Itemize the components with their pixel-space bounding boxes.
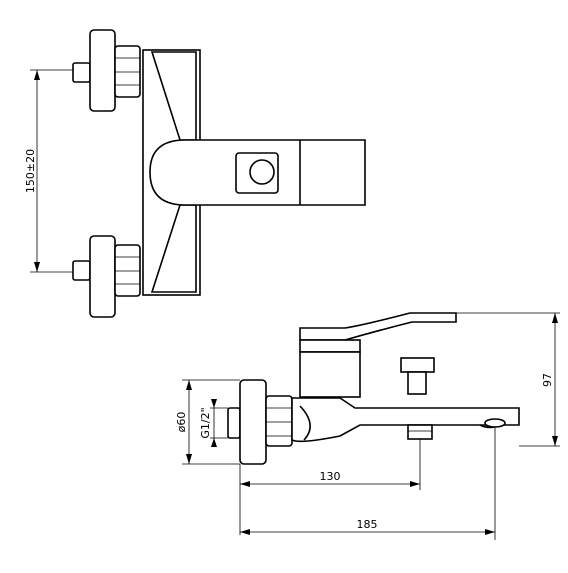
dimension-spout-length: 185 bbox=[240, 428, 496, 540]
dimension-spout-inlet: 130 bbox=[239, 439, 421, 535]
dim-spout-inlet-label: 130 bbox=[320, 470, 341, 483]
upper-eccentric-connector bbox=[72, 29, 141, 112]
dim-height-label: 97 bbox=[541, 373, 554, 387]
front-view: 150±20 bbox=[24, 29, 366, 318]
lever-handle bbox=[299, 312, 457, 398]
dim-diameter-label: ø60 bbox=[175, 412, 188, 433]
mixer-body-front bbox=[142, 49, 366, 296]
side-spout bbox=[291, 397, 520, 443]
side-view: ø60 G1/2" 97 130 bbox=[175, 312, 560, 540]
dim-inlet-spacing-label: 150±20 bbox=[24, 149, 37, 193]
diverter-knob bbox=[400, 357, 435, 395]
dimension-diameter: ø60 bbox=[175, 379, 240, 465]
side-eccentric bbox=[227, 379, 293, 465]
dimension-thread: G1/2" bbox=[199, 399, 228, 447]
dim-thread-label: G1/2" bbox=[199, 407, 212, 438]
dim-spout-length-label: 185 bbox=[357, 518, 378, 531]
dimension-height: 97 bbox=[456, 312, 560, 447]
lower-eccentric-connector bbox=[72, 235, 141, 318]
dimension-inlet-spacing: 150±20 bbox=[24, 69, 75, 273]
